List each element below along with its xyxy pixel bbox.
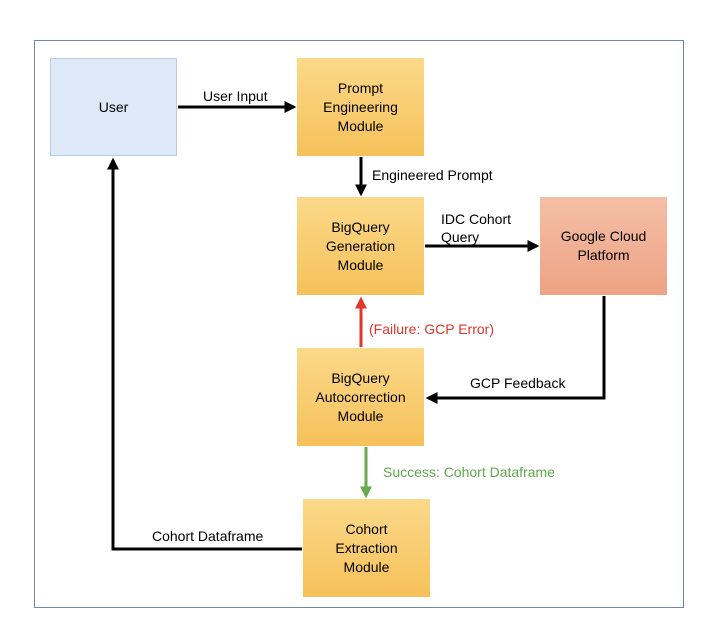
- bigquery-autocorrection-module-node: BigQuery Autocorrection Module: [297, 348, 424, 446]
- user-input-label: User Input: [203, 88, 268, 104]
- success-cohort-dataframe-label: Success: Cohort Dataframe: [383, 464, 555, 480]
- arrow-gcp-to-autocorr: [425, 296, 606, 404]
- prompt-engineering-module-node: Prompt Engineering Module: [297, 58, 424, 156]
- idc-cohort-query-label: IDC Cohort Query: [441, 211, 512, 245]
- arrow-extract-to-user: [107, 157, 302, 551]
- user-node: User: [50, 58, 177, 156]
- google-cloud-platform-node: Google Cloud Platform: [540, 197, 667, 295]
- cohort-extraction-module-node: Cohort Extraction Module: [303, 499, 430, 597]
- bigquery-generation-module-node: BigQuery Generation Module: [297, 197, 424, 295]
- diagram-frame: [34, 40, 684, 608]
- gcp-feedback-label: GCP Feedback: [470, 375, 566, 391]
- failure-gcp-error-label: (Failure: GCP Error): [369, 321, 494, 337]
- engineered-prompt-label: Engineered Prompt: [372, 167, 493, 183]
- cohort-dataframe-label: Cohort Dataframe: [152, 528, 264, 544]
